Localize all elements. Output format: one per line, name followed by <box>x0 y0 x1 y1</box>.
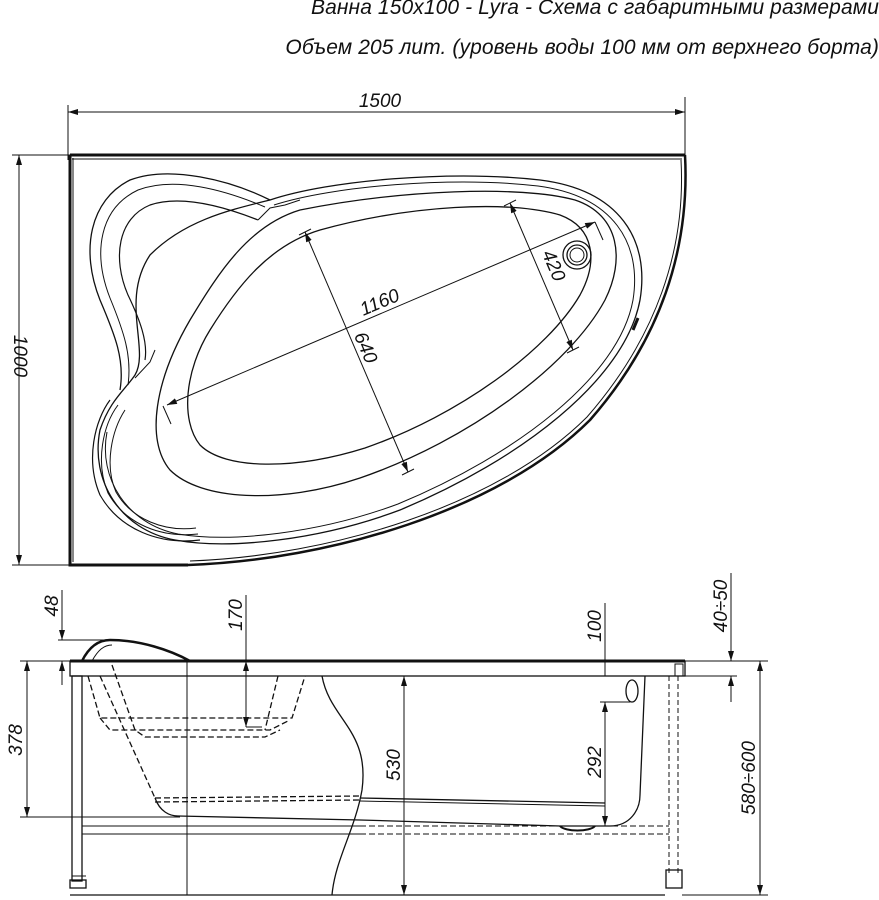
right-foot-icon <box>665 869 683 889</box>
seat-depth-dimension: 170 <box>226 595 262 728</box>
foot-width-dimension: 420 <box>503 199 580 354</box>
drawing-subtitle: Объем 205 лит. (уровень воды 100 мм от в… <box>285 36 879 59</box>
inner-length-label: 1160 <box>357 285 403 320</box>
headrest-height-label: 48 <box>42 595 63 617</box>
overflow-to-bottom-dimension: 292 <box>585 702 608 826</box>
inner-width-label: 640 <box>349 329 381 367</box>
headrest-height-dimension: 48 <box>42 590 110 685</box>
inner-depth-label: 530 <box>384 749 405 781</box>
frame-height-dimension: 378 <box>6 660 180 818</box>
overflow-to-bottom-label: 292 <box>585 746 606 779</box>
overflow-icon <box>625 679 639 703</box>
depth-dimension: 1000 <box>9 154 70 566</box>
width-label: 1500 <box>359 91 402 112</box>
plan-view: 1500 1000 <box>9 91 687 567</box>
left-foot-icon <box>69 879 87 889</box>
total-height-dimension: 580÷600 <box>682 660 768 896</box>
water-level-dimension: 100 <box>585 603 606 676</box>
inner-length-dimension: 1160 <box>162 221 604 425</box>
drawing-title: Ванна 150х100 - Lyra - Схема с габаритны… <box>311 0 879 19</box>
inner-depth-dimension: 530 <box>384 676 407 895</box>
width-dimension: 1500 <box>67 91 686 160</box>
side-view: 48 378 170 530 100 292 <box>6 573 768 896</box>
inner-width-dimension: 640 <box>298 228 415 476</box>
foot-width-label: 420 <box>537 247 569 285</box>
seat-depth-label: 170 <box>226 599 247 631</box>
rim-thickness-dimension: 40÷50 <box>685 573 737 702</box>
water-level-label: 100 <box>585 610 606 642</box>
frame-height-label: 378 <box>6 724 27 756</box>
rim-thickness-label: 40÷50 <box>711 579 732 632</box>
total-height-label: 580÷600 <box>739 741 760 815</box>
depth-label: 1000 <box>9 335 30 378</box>
drain-icon <box>562 240 592 270</box>
